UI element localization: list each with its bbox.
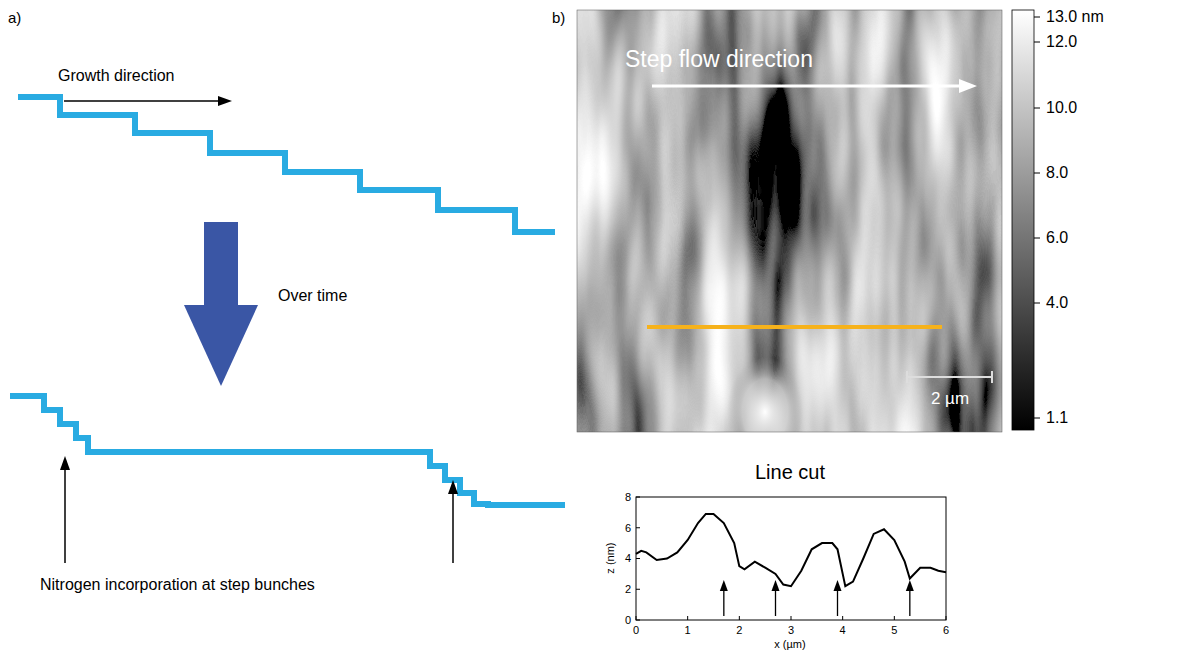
arrow-head xyxy=(720,580,728,591)
colorbar-label: 13.0 nm xyxy=(1046,8,1104,26)
colorbar xyxy=(1012,10,1034,430)
tick xyxy=(946,616,947,620)
arrow-head xyxy=(218,96,232,106)
pointer-arrow xyxy=(64,468,66,563)
tick xyxy=(636,558,640,559)
tick-label: 0 xyxy=(625,614,631,626)
arrow-head xyxy=(60,456,70,470)
plot-title: Line cut xyxy=(755,461,825,483)
tick-label: 1 xyxy=(685,624,691,636)
axis-title: z (nm) xyxy=(604,542,616,573)
plot-frame xyxy=(636,497,946,620)
tick-label: 6 xyxy=(625,522,631,534)
scale-bar-tick xyxy=(906,371,908,383)
scale-bar-tick xyxy=(991,371,993,383)
colorbar-label: 4.0 xyxy=(1046,294,1068,312)
tick xyxy=(1034,418,1040,419)
arrow-label: Over time xyxy=(278,287,347,305)
bright-feature xyxy=(727,357,803,432)
pointer-arrow xyxy=(909,590,910,616)
tick xyxy=(739,616,740,620)
panel-letter: b) xyxy=(552,10,565,27)
plot-ticks xyxy=(636,497,946,620)
colorbar-label: 6.0 xyxy=(1046,229,1068,247)
tick-label: 2 xyxy=(736,624,742,636)
arrow-head xyxy=(906,580,914,591)
tick xyxy=(1034,42,1040,43)
colorbar-label: 8.0 xyxy=(1046,164,1068,182)
annotation: Nitrogen incorporation at step bunches xyxy=(40,576,315,594)
plot-arrows xyxy=(720,580,914,616)
tick-label: 3 xyxy=(788,624,794,636)
time-arrow xyxy=(204,222,238,306)
afm-frame xyxy=(577,10,1002,432)
tick xyxy=(636,620,640,621)
tick xyxy=(636,527,640,528)
pointer-arrow xyxy=(775,590,776,616)
tick xyxy=(791,616,792,620)
tick xyxy=(1034,108,1040,109)
arrow-label: Growth direction xyxy=(58,67,175,85)
tick xyxy=(1034,238,1040,239)
tick xyxy=(1034,303,1040,304)
arrow-head xyxy=(448,480,458,494)
height-profile xyxy=(636,514,946,586)
pointer-arrow xyxy=(837,590,838,616)
arrow-head xyxy=(772,580,780,591)
tick xyxy=(842,616,843,620)
scale-bar xyxy=(907,371,992,383)
tick-label: 4 xyxy=(625,552,631,564)
tick-label: 6 xyxy=(943,624,949,636)
tick xyxy=(1034,173,1040,174)
tick-label: 8 xyxy=(625,491,631,503)
tick-label: 0 xyxy=(633,624,639,636)
panel-letter: a) xyxy=(8,10,21,27)
tick xyxy=(1034,17,1040,18)
tick-label: 2 xyxy=(625,583,631,595)
tick xyxy=(636,616,637,620)
colorbar-label: 12.0 xyxy=(1046,33,1077,51)
scale-label: 2 µm xyxy=(931,390,969,409)
colorbar-ticks xyxy=(1034,17,1040,418)
scale-bar-line xyxy=(907,376,992,378)
colorbar-label: 10.0 xyxy=(1046,99,1077,117)
axis-title: x (µm) xyxy=(774,638,805,650)
colorbar-label: 1.1 xyxy=(1046,409,1068,427)
arrow-head xyxy=(959,79,977,93)
flow-arrow xyxy=(652,85,962,88)
tick xyxy=(687,616,688,620)
step-profile xyxy=(18,97,555,232)
tick-label: 4 xyxy=(840,624,846,636)
afm-texture xyxy=(577,10,1002,432)
pointer-arrow xyxy=(723,590,724,616)
arrow-head xyxy=(834,580,842,591)
line-cut-marker xyxy=(647,325,942,329)
growth-arrow xyxy=(64,100,222,102)
tick xyxy=(636,497,640,498)
time-arrow-head xyxy=(184,305,258,386)
bunched-step-profile xyxy=(10,396,565,505)
arrow-label: Step flow direction xyxy=(625,47,813,72)
tick-label: 5 xyxy=(891,624,897,636)
pointer-arrow xyxy=(452,492,454,563)
tick xyxy=(636,589,640,590)
tick xyxy=(894,616,895,620)
afm-image xyxy=(577,10,1002,432)
